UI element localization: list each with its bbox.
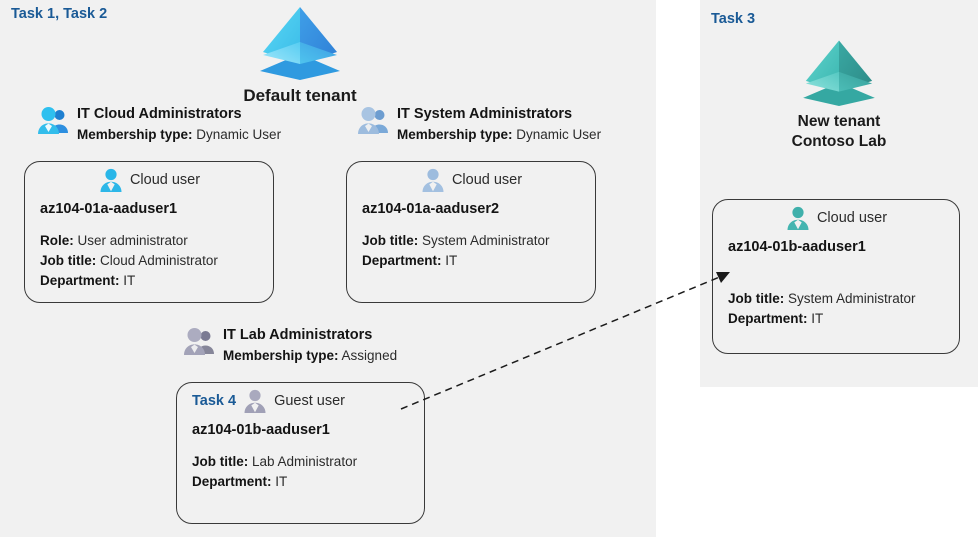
property-label: Job title: — [728, 291, 785, 306]
card-header: Cloud user — [25, 162, 273, 193]
group-it-lab-administrators: IT Lab Administrators Membership type: A… — [182, 325, 397, 366]
user-card-az104-01a-aaduser2[interactable]: Cloud user az104-01a-aaduser2 Job title:… — [346, 161, 596, 303]
card-property-row: Job title: System Administrator — [362, 231, 595, 251]
group-membership-type: Membership type: Assigned — [223, 346, 397, 366]
property-value: System Administrator — [422, 233, 550, 248]
card-properties: Job title: Lab Administrator Department:… — [192, 452, 424, 492]
property-value: IT — [811, 310, 824, 326]
card-property-row: Department: IT — [362, 251, 595, 271]
group-name: IT Cloud Administrators — [77, 106, 242, 122]
card-username: az104-01a-aaduser2 — [362, 201, 500, 217]
group-membership-label: Membership type: — [223, 348, 339, 364]
group-membership-type: Membership type: Dynamic User — [77, 125, 281, 145]
property-value: System Administrator — [788, 291, 916, 306]
group-membership-value: Assigned — [341, 348, 398, 364]
card-properties: Job title: System Administrator Departme… — [728, 289, 959, 329]
card-properties: Job title: System Administrator Departme… — [362, 231, 595, 271]
group-users-icon — [358, 107, 388, 134]
group-membership-label: Membership type: — [77, 127, 193, 143]
card-property-row: Job title: Lab Administrator — [192, 452, 424, 472]
card-property-row: Department: IT — [40, 271, 273, 291]
card-user-type: Cloud user — [451, 172, 523, 188]
card-property-row: Job title: System Administrator — [728, 289, 959, 309]
group-users-icon — [184, 328, 214, 355]
card-user-type: Guest user — [274, 393, 345, 409]
property-label: Department: — [362, 252, 442, 268]
group-membership-value: Dynamic User — [516, 127, 602, 143]
property-label: Department: — [192, 473, 272, 489]
default-tenant-block: Default tenant — [205, 2, 395, 107]
group-membership-label: Membership type: — [397, 127, 513, 143]
guest-user-icon — [244, 389, 266, 413]
property-label: Job title: — [192, 454, 249, 469]
group-it-cloud-administrators: IT Cloud Administrators Membership type:… — [36, 104, 281, 145]
property-label: Department: — [728, 310, 808, 326]
card-user-type: Cloud user — [816, 210, 888, 226]
property-label: Role: — [40, 233, 74, 248]
property-value: Lab Administrator — [252, 454, 358, 469]
azure-ad-tenant-icon — [260, 7, 340, 80]
group-membership-type: Membership type: Dynamic User — [397, 125, 601, 145]
task-badge-3: Task 3 — [711, 11, 756, 27]
card-username: az104-01a-aaduser1 — [40, 201, 178, 217]
card-property-row: Job title: Cloud Administrator — [40, 251, 273, 271]
new-tenant-title-line2: Contoso Lab — [791, 133, 887, 151]
property-value: IT — [123, 272, 136, 288]
property-value: User administrator — [77, 233, 188, 248]
user-card-az104-01a-aaduser1[interactable]: Cloud user az104-01a-aaduser1 Role: User… — [24, 161, 274, 303]
card-property-row: Role: User administrator — [40, 231, 273, 251]
group-membership-value: Dynamic User — [196, 127, 282, 143]
property-label: Department: — [40, 272, 120, 288]
card-username: az104-01b-aaduser1 — [728, 239, 866, 255]
user-card-az104-01b-aaduser1-guest[interactable]: Task 4 Guest user az104-01b-aaduser1 Job… — [176, 382, 425, 524]
group-name: IT Lab Administrators — [223, 327, 373, 343]
property-value: IT — [275, 473, 288, 489]
task-badge-1-2: Task 1, Task 2 — [11, 6, 108, 22]
group-name: IT System Administrators — [397, 106, 573, 122]
card-user-type: Cloud user — [129, 172, 201, 188]
task-badge-4: Task 4 — [192, 393, 237, 409]
user-card-az104-01b-aaduser1-cloud[interactable]: Cloud user az104-01b-aaduser1 Job title:… — [712, 199, 960, 354]
card-header: Cloud user — [347, 162, 595, 193]
group-it-system-administrators: IT System Administrators Membership type… — [356, 104, 601, 145]
group-users-icon — [38, 107, 68, 134]
property-label: Job title: — [40, 252, 97, 268]
card-header: Task 4 Guest user — [177, 383, 424, 414]
cloud-user-icon — [422, 168, 444, 192]
property-label: Job title: — [362, 233, 419, 248]
card-properties: Role: User administrator Job title: Clou… — [40, 231, 273, 291]
new-tenant-block: New tenant Contoso Lab — [706, 35, 972, 152]
azure-ad-tenant-icon — [803, 40, 875, 106]
property-value: Cloud Administrator — [100, 252, 218, 268]
new-tenant-title-line1: New tenant — [797, 113, 881, 130]
property-value: IT — [445, 252, 458, 268]
card-property-row: Department: IT — [192, 472, 424, 492]
card-property-row: Department: IT — [728, 309, 959, 329]
cloud-user-icon — [100, 168, 122, 192]
card-header: Cloud user — [713, 200, 959, 231]
card-username: az104-01b-aaduser1 — [192, 422, 330, 438]
default-tenant-title: Default tenant — [243, 86, 357, 105]
cloud-user-icon — [787, 206, 809, 230]
